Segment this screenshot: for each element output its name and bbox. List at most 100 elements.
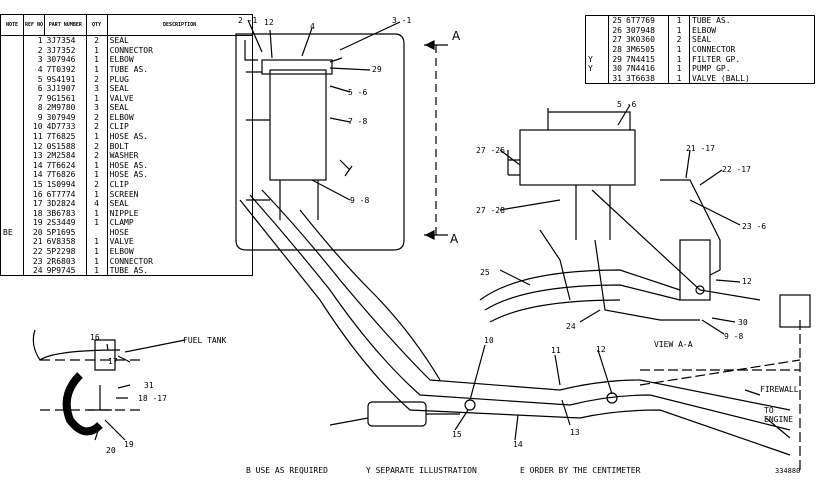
callout-14: 14 [513, 440, 523, 449]
note-cell [585, 35, 609, 45]
note-cell [0, 55, 24, 65]
part-number-cell: 0S1588 [44, 141, 87, 151]
callout-18-17: 18 -17 [138, 394, 167, 403]
qty-cell: 1 [668, 54, 690, 64]
ref-cell: 28 [612, 45, 622, 55]
qty-cell: 1 [86, 64, 108, 75]
qty-cell: 1 [86, 246, 108, 257]
leader-lines-tank [94, 343, 131, 441]
parts-table-header: NOTE REF NO PART NUMBER QTY DESCRIPTION [0, 14, 253, 36]
note-cell [0, 208, 24, 218]
note-cell [0, 237, 24, 247]
note-cell [0, 122, 24, 132]
fuel-tank-leader [124, 339, 186, 353]
tank-section-lines [40, 359, 140, 411]
note-cell [0, 265, 24, 276]
description-cell: SCREEN [109, 189, 139, 199]
part-number-cell: 3J1907 [44, 83, 87, 94]
fuel-filter-body [269, 69, 327, 181]
callout-7-8: 7 -8 [348, 117, 368, 126]
note-cell [0, 83, 24, 94]
leader-lines-view-a [499, 104, 741, 335]
part-number-cell: 7N4416 [624, 63, 669, 74]
qty-cell: 2 [86, 141, 108, 151]
ref-cell: 11 [32, 132, 43, 142]
note-cell [0, 35, 24, 46]
footnote-y: Y SEPARATE ILLUSTRATION [366, 466, 477, 475]
ref-cell: 16 [32, 189, 43, 199]
description-cell: TUBE AS. [109, 266, 149, 276]
callout-23-6: 23 -6 [742, 222, 767, 231]
qty-cell: 1 [86, 170, 108, 180]
ref-cell: 1 [37, 36, 43, 46]
qty-cell: 1 [86, 217, 108, 228]
qty-cell: 2 [86, 35, 108, 46]
clip-12-view-a [695, 285, 705, 295]
callout-9-8-left: 9 -8 [350, 196, 370, 205]
note-cell [0, 112, 24, 123]
description-cell: WASHER [109, 151, 139, 161]
ref-cell: 29 [612, 54, 622, 64]
description-cell: CLIP [109, 179, 129, 189]
note-cell [0, 189, 24, 199]
hose-line-upper [261, 189, 791, 411]
ref-cell: 15 [32, 179, 43, 189]
fuel-tank-label: FUEL TANK [183, 336, 227, 345]
part-number-cell: 4D7733 [44, 122, 87, 132]
qty-cell: 2 [668, 35, 690, 45]
qty-cell: 2 [86, 179, 108, 190]
tank-outline [32, 329, 121, 361]
description-cell: TUBE AS. [692, 16, 731, 26]
note-cell [0, 170, 24, 180]
qty-cell: 1 [86, 160, 108, 171]
description-cell: SEAL [109, 84, 129, 94]
ref-cell: 23 [32, 256, 43, 266]
callout-12-top: 12 [264, 18, 274, 27]
note-cell [585, 44, 609, 55]
part-number-cell: 3D2824 [44, 198, 87, 209]
filter-valve [339, 159, 353, 177]
note-cell [585, 15, 609, 26]
section-arrow-heads [424, 40, 435, 240]
header-note: NOTE [0, 14, 24, 36]
description-cell: PLUG [109, 74, 129, 84]
description-cell: NIPPLE [109, 208, 139, 218]
ref-cell: 10 [32, 122, 43, 132]
note-cell [0, 141, 24, 151]
qty-cell: 3 [86, 83, 108, 94]
clip-15 [464, 399, 476, 411]
description-cell: ELBOW [109, 55, 134, 65]
callout-30: 30 [738, 318, 748, 327]
ref-cell: 12 [32, 141, 43, 151]
header-ref: REF NO [22, 14, 46, 36]
callout-31: 31 [144, 381, 154, 390]
description-cell: VALVE [109, 93, 134, 103]
tank-clamp-19 [88, 385, 112, 411]
description-cell: ELBOW [109, 112, 134, 122]
to-engine-label: TO ENGINE [764, 406, 793, 424]
qty-cell: 1 [86, 189, 108, 199]
callout-29: 29 [372, 65, 382, 74]
note-cell [0, 217, 24, 228]
qty-cell: 1 [86, 237, 108, 247]
view-a-a-label: VIEW A-A [654, 340, 693, 349]
qty-cell: 2 [86, 74, 108, 84]
part-number-cell: 307949 [44, 112, 87, 123]
callout-5-6-top: 5 -6 [348, 88, 368, 97]
document-number: 334880 [775, 467, 801, 475]
ref-cell: 14 [32, 170, 43, 180]
qty-cell: 1 [668, 44, 690, 55]
